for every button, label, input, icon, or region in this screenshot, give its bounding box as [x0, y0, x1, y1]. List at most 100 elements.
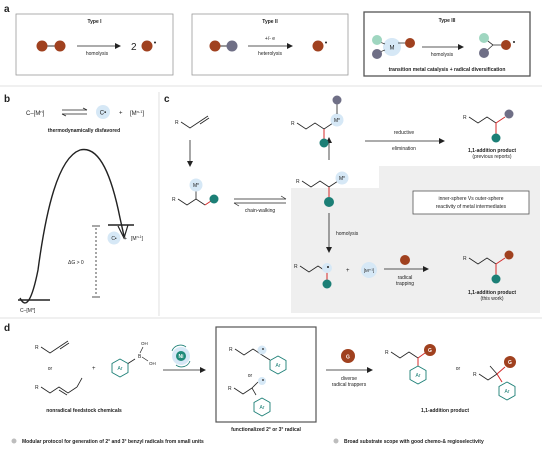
ni-catalyst-icon: Ni: [171, 344, 191, 368]
sphere-box: inner-sphere Vs outer-sphere reactivity …: [412, 190, 530, 215]
panel-b: b C–[Mn] C• + [Mn-1] thermodynamically d…: [4, 94, 144, 314]
svg-text:Mn: Mn: [334, 117, 340, 124]
bullet-dot: [11, 438, 17, 444]
or-2: or: [456, 366, 461, 372]
svg-text:Ar: Ar: [260, 405, 265, 411]
atom-rust: [501, 40, 511, 50]
type3-caption: transition metal catalysis + radical div…: [389, 67, 506, 73]
intermediate-upper: R Mn: [291, 95, 344, 148]
svg-text:B: B: [138, 354, 142, 360]
atom-slate: [372, 49, 382, 59]
thiswork-sub: (this work): [480, 296, 503, 302]
reductive-elim-1: reductive: [394, 130, 415, 136]
eq-left: C–[M: [26, 111, 40, 117]
atom-teal: [324, 197, 334, 207]
radical-dot: [154, 41, 156, 44]
chain-walking: chain-walking: [245, 208, 276, 214]
svg-text:R: R: [35, 345, 39, 351]
radical-box: R Ar or R Ar: [215, 326, 317, 423]
intermediate-left: R Mn: [172, 178, 219, 206]
metal-halo: [335, 171, 349, 185]
svg-text:C–[Mn]: C–[Mn]: [20, 307, 36, 314]
atom-teal: [322, 279, 332, 289]
previous-title: 1,1-addition product: [468, 148, 516, 154]
radical-halo: [107, 231, 121, 245]
svg-text:Mn: Mn: [193, 182, 199, 189]
alkene: R: [175, 115, 210, 129]
eq-right: [M: [130, 111, 137, 117]
trap-atom: [400, 255, 410, 265]
atom-teal: [319, 138, 329, 148]
reductive-elim-2: elimination: [392, 146, 416, 152]
feedstock-alkene-2: R: [35, 377, 83, 396]
svg-text:G: G: [428, 348, 432, 354]
type3-metal: M: [390, 46, 395, 52]
type1-coef: 2: [131, 42, 137, 53]
metal-halo: [189, 178, 203, 192]
radical-halo: [96, 105, 110, 119]
gray-region: [291, 166, 540, 313]
svg-text:R: R: [296, 179, 300, 185]
product-thiswork: R 1,1-addition product (this work): [463, 250, 516, 302]
type2-title: Type II: [262, 19, 278, 25]
bullet-1: Modular protocol for generation of 2° an…: [22, 439, 204, 445]
metal-halo: [330, 113, 344, 127]
product-label: 1,1-addition product: [421, 408, 469, 414]
panel-b-caption: thermodynamically disfavored: [48, 128, 120, 134]
box-caption: functionalized 2° or 3° radical: [231, 427, 301, 433]
bullet-dot: [333, 438, 339, 444]
svg-text:+: +: [346, 268, 350, 274]
svg-text:Ar: Ar: [118, 366, 123, 372]
or-1: or: [48, 366, 53, 372]
svg-text:R: R: [35, 385, 39, 391]
svg-text:G: G: [346, 355, 350, 361]
trap-icon: [341, 349, 355, 363]
svg-text:R: R: [473, 372, 477, 378]
atom-mint: [372, 35, 382, 45]
radical-species: R + [Mn-1]: [294, 262, 377, 289]
aryl-boronic-acid: Ar B OH OH: [111, 341, 156, 378]
panel-b-letter: b: [4, 94, 10, 105]
intermediate-center: R Mn: [296, 171, 349, 207]
radical-trapping-1: radical: [398, 275, 413, 281]
svg-text:Mn: Mn: [339, 175, 345, 182]
atom-rust: [504, 250, 514, 260]
metal-halo: [361, 262, 377, 278]
type3-title: Type III: [439, 18, 456, 24]
svg-text:+: +: [124, 236, 127, 242]
svg-text:R: R: [228, 386, 232, 392]
atom-slate: [226, 40, 238, 52]
svg-text:Ni: Ni: [179, 354, 185, 360]
type2-arrow-label: heterolysis: [258, 51, 282, 57]
svg-text:Ar: Ar: [276, 363, 281, 369]
bullet-2: Broad substrate scope with good chemo-& …: [344, 439, 484, 445]
svg-text:C–[Mn]: C–[Mn]: [26, 109, 45, 117]
svg-text:OH: OH: [149, 361, 156, 366]
svg-text:C•: C•: [111, 236, 117, 242]
trap-2: radical trappers: [332, 382, 367, 388]
bottom-species: C–[M: [20, 308, 32, 314]
atom-slate: [504, 109, 514, 119]
svg-text:G: G: [508, 360, 512, 366]
type1-arrow-label: homolysis: [86, 51, 109, 57]
svg-text:R: R: [294, 264, 298, 270]
svg-text:R: R: [463, 256, 467, 262]
atom-slate: [332, 95, 342, 105]
radical-halo: [322, 263, 332, 273]
radical-dot: [513, 41, 515, 43]
atom-rust: [312, 40, 324, 52]
trap-1: diverse: [341, 376, 357, 382]
atom-rust: [141, 40, 153, 52]
svg-text:OH: OH: [141, 341, 148, 346]
equilibrium: C–[Mn] C• + [Mn-1] thermodynamically dis…: [26, 105, 144, 134]
box-line2: reactivity of metal intermediates: [436, 204, 507, 210]
svg-text:R: R: [291, 121, 295, 127]
svg-text:[Mn-1]: [Mn-1]: [131, 235, 144, 242]
eq-plus: +: [119, 111, 123, 117]
atom-rust: [405, 38, 415, 48]
radical-trapping-2: trapping: [396, 281, 414, 287]
feedstock-label: nonradical feedstock chemicals: [46, 408, 122, 414]
type1-title: Type I: [87, 19, 102, 25]
atom-rust: [54, 40, 66, 52]
